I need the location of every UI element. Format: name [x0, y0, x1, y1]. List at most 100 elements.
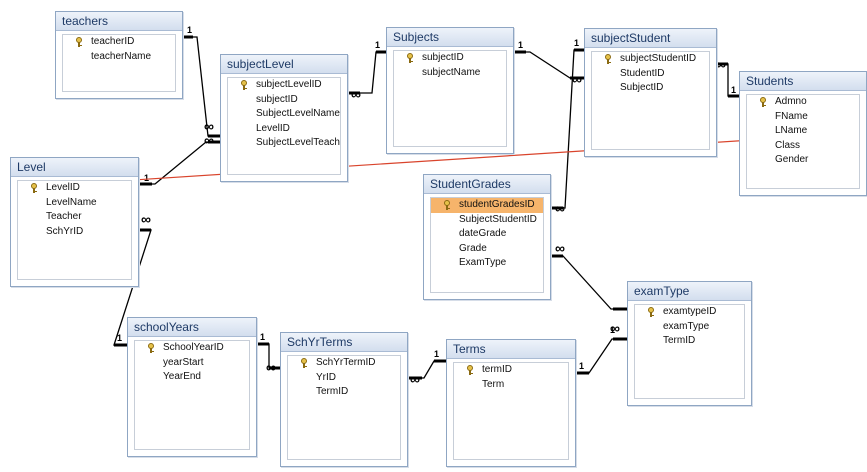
field-row[interactable]: Teacher — [18, 210, 131, 225]
field-name: subjectStudentID — [620, 53, 697, 64]
field-row[interactable]: SubjectID — [592, 81, 709, 96]
table-title[interactable]: SchYrTerms — [281, 333, 407, 352]
field-name: Teacher — [46, 211, 82, 222]
field-name: SubjectLevelTeacher — [256, 137, 341, 148]
field-row[interactable]: termID — [454, 363, 568, 378]
field-row[interactable]: SubjectStudentID — [431, 213, 543, 228]
relationship-line — [139, 141, 220, 185]
cardinality-label: ∞ — [141, 211, 151, 227]
field-row[interactable]: SubjectLevelTeacher — [228, 136, 340, 151]
field-row[interactable]: LevelName — [18, 196, 131, 211]
table-title[interactable]: StudentGrades — [424, 175, 550, 194]
field-row[interactable]: FName — [747, 110, 859, 125]
field-name: ExamType — [459, 257, 507, 268]
field-name: dateGrade — [459, 228, 507, 239]
field-row[interactable]: TermID — [635, 334, 744, 349]
table-title[interactable]: teachers — [56, 12, 182, 31]
field-list[interactable]: subjectStudentID StudentID SubjectID — [591, 51, 710, 150]
field-row[interactable]: dateGrade — [431, 227, 543, 242]
cardinality-label: ∞ — [266, 359, 276, 375]
field-row[interactable]: subjectStudentID — [592, 52, 709, 67]
field-row[interactable]: SchYrID — [18, 225, 131, 240]
field-row[interactable]: LevelID — [228, 122, 340, 137]
field-name: yearStart — [163, 356, 204, 368]
cardinality-label: ∞ — [610, 320, 620, 336]
field-row[interactable]: teacherName — [63, 50, 175, 65]
table-title[interactable]: Level — [11, 158, 138, 177]
field-row[interactable]: YearEnd — [135, 370, 249, 385]
field-name: TermID — [663, 335, 696, 346]
table-title[interactable]: Students — [740, 72, 866, 91]
table-title[interactable]: examType — [628, 282, 751, 301]
field-row[interactable]: LevelID — [18, 181, 131, 196]
table-title[interactable]: Terms — [447, 340, 575, 359]
field-row[interactable]: Admno — [747, 95, 859, 110]
field-row[interactable]: SubjectLevelName — [228, 107, 340, 122]
field-name: LName — [775, 125, 808, 136]
field-row[interactable]: examType — [635, 320, 744, 335]
field-row[interactable]: Gender — [747, 153, 859, 168]
field-row[interactable]: TermID — [288, 385, 400, 400]
table-StudentGrades[interactable]: StudentGrades studentGradesID SubjectStude… — [423, 174, 551, 300]
table-title[interactable]: subjectLevel — [221, 55, 347, 74]
field-row[interactable]: studentGradesID — [431, 198, 543, 213]
field-row[interactable]: subjectName — [394, 66, 506, 81]
field-row[interactable]: SchoolYearID — [135, 341, 249, 356]
table-title[interactable]: subjectStudent — [585, 29, 716, 48]
field-row[interactable]: ExamType — [431, 256, 543, 271]
field-row[interactable]: subjectLevelID — [228, 78, 340, 93]
key-icon — [76, 37, 82, 47]
field-row[interactable]: Term — [454, 378, 568, 393]
table-title[interactable]: Subjects — [387, 28, 513, 47]
key-icon — [407, 53, 413, 63]
field-row[interactable]: LName — [747, 124, 859, 139]
relationship-line — [257, 343, 280, 369]
field-row[interactable]: YrID — [288, 371, 400, 386]
field-name: teacherName — [91, 50, 152, 62]
cardinality-label: 1 — [144, 173, 149, 183]
table-subjectStudent[interactable]: subjectStudent subjectStudentID StudentID S… — [584, 28, 717, 157]
cardinality-label: ∞ — [351, 86, 361, 102]
field-name: Grade — [459, 242, 487, 254]
field-name: FName — [775, 110, 808, 122]
field-name: studentGradesID — [459, 199, 535, 210]
field-name: YrID — [316, 371, 336, 383]
cardinality-label: ∞ — [410, 371, 420, 387]
field-row[interactable]: yearStart — [135, 356, 249, 371]
field-name: StudentID — [620, 67, 665, 79]
field-name: Admno — [775, 96, 807, 107]
key-icon — [148, 343, 154, 353]
cardinality-label: 1 — [375, 40, 380, 50]
field-name: LevelID — [256, 122, 290, 134]
table-title[interactable]: schoolYears — [128, 318, 256, 337]
field-name: Gender — [775, 154, 809, 165]
field-name: SchYrID — [46, 225, 84, 237]
field-row[interactable]: Class — [747, 139, 859, 154]
field-row[interactable]: subjectID — [394, 51, 506, 66]
field-row[interactable]: Grade — [431, 242, 543, 257]
field-row[interactable]: examtypeID — [635, 305, 744, 320]
field-row[interactable]: StudentID — [592, 67, 709, 82]
field-row[interactable]: SchYrTermID — [288, 356, 400, 371]
field-row[interactable]: subjectID — [228, 93, 340, 108]
field-row[interactable]: teacherID — [63, 35, 175, 50]
